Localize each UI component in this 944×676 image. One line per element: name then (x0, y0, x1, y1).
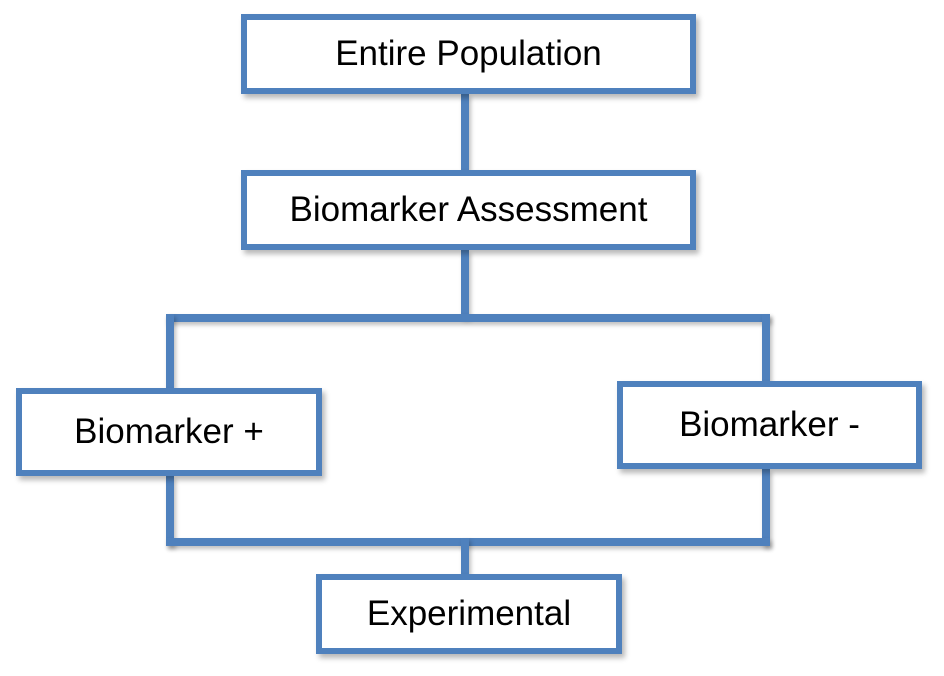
node-label-biomarker-positive: Biomarker + (74, 412, 264, 451)
node-biomarker-positive: Biomarker + (16, 388, 322, 476)
node-label-experimental: Experimental (366, 594, 572, 633)
node-biomarker-negative: Biomarker - (617, 381, 922, 469)
connector-population-to-assessment (461, 94, 469, 170)
node-label-biomarker-assessment: Biomarker Assessment (289, 190, 648, 229)
connector-split-to-negative (762, 314, 770, 381)
node-biomarker-assessment: Biomarker Assessment (241, 170, 696, 250)
connector-split-to-positive (166, 314, 174, 388)
connector-split-horizontal (166, 314, 770, 322)
connector-positive-to-merge (166, 476, 174, 546)
node-label-biomarker-negative: Biomarker - (679, 405, 860, 444)
connector-negative-to-merge (762, 469, 770, 546)
connector-assessment-to-split (461, 250, 469, 318)
node-label-entire-population: Entire Population (335, 34, 602, 73)
node-entire-population: Entire Population (241, 14, 696, 94)
node-experimental: Experimental (316, 574, 622, 654)
connector-merge-to-experimental (461, 538, 469, 574)
